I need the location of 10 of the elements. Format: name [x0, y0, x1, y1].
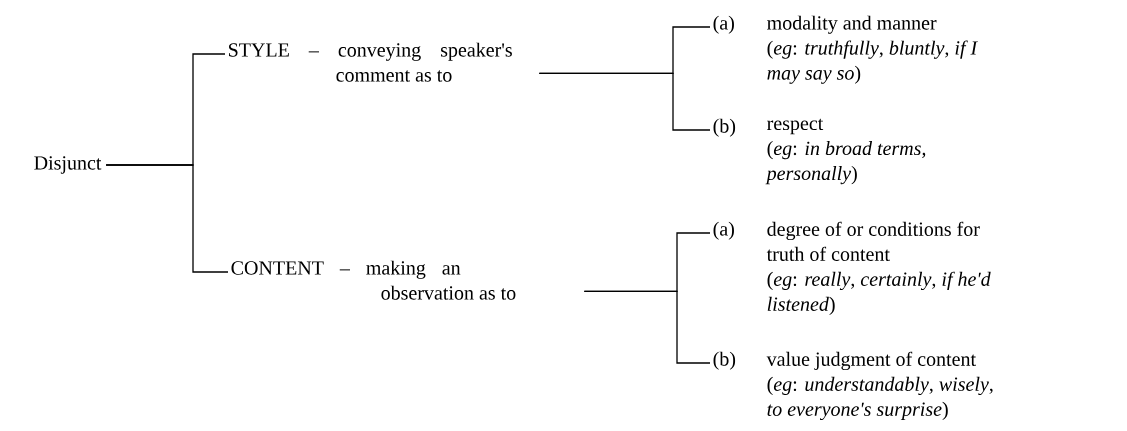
branch-label: STYLE – conveying speaker's comment as to [229, 42, 512, 82]
category-label: (a) modality and manner (eg: truthfully, bluntly, if I may say so) [713, 15, 978, 84]
category-label: (b) value judgment of content (eg: understandably, wisely, to everyone's surprise) [713, 351, 993, 421]
bracket-line [105, 164, 229, 273]
category-label: (a) degree of or conditions for truth of content (eg: really, certainly, if he'd listened) [713, 221, 991, 315]
branch-label: CONTENT – making an observation as to [231, 260, 516, 300]
term-label: Disjunct [34, 156, 102, 174]
bracket-line [538, 72, 711, 131]
category-label: (b) respect (eg: in broad terms, personally) [713, 118, 926, 185]
bracket-line [583, 290, 711, 364]
